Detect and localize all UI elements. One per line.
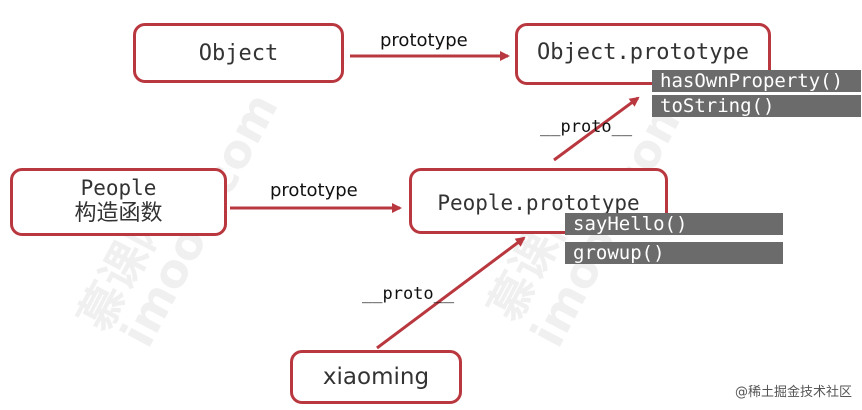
node-object-prototype: Object.prototype [515, 23, 771, 85]
node-people-subtitle: 构造函数 [74, 201, 163, 226]
edge-label-people-prototype: prototype [270, 180, 358, 201]
node-object-prototype-label: Object.prototype [537, 40, 749, 65]
edge-label-people-proto-proto: __proto__ [540, 117, 633, 137]
credit-text: @稀土掘金技术社区 [734, 385, 852, 400]
method-to-string: toString() [652, 95, 861, 117]
method-say-hello: sayHello() [565, 213, 783, 235]
method-growup: growup() [565, 242, 783, 264]
node-object-label: Object [198, 40, 279, 66]
edge-xiaoming-to-people-proto [376, 236, 526, 350]
node-object: Object [133, 23, 344, 83]
node-people-label: People [80, 176, 157, 200]
edge-people-proto-to-object-proto [553, 96, 640, 162]
node-xiaoming-label: xiaoming [322, 364, 430, 390]
node-xiaoming: xiaoming [290, 350, 462, 404]
node-people: People 构造函数 [10, 168, 227, 236]
node-people-prototype-label: People.prototype [437, 191, 640, 215]
edge-label-xiaoming-proto: __proto__ [362, 284, 455, 304]
edge-label-object-prototype: prototype [380, 30, 468, 51]
node-people-prototype: People.prototype [409, 168, 668, 234]
method-has-own-property: hasOwnProperty() [652, 70, 861, 92]
